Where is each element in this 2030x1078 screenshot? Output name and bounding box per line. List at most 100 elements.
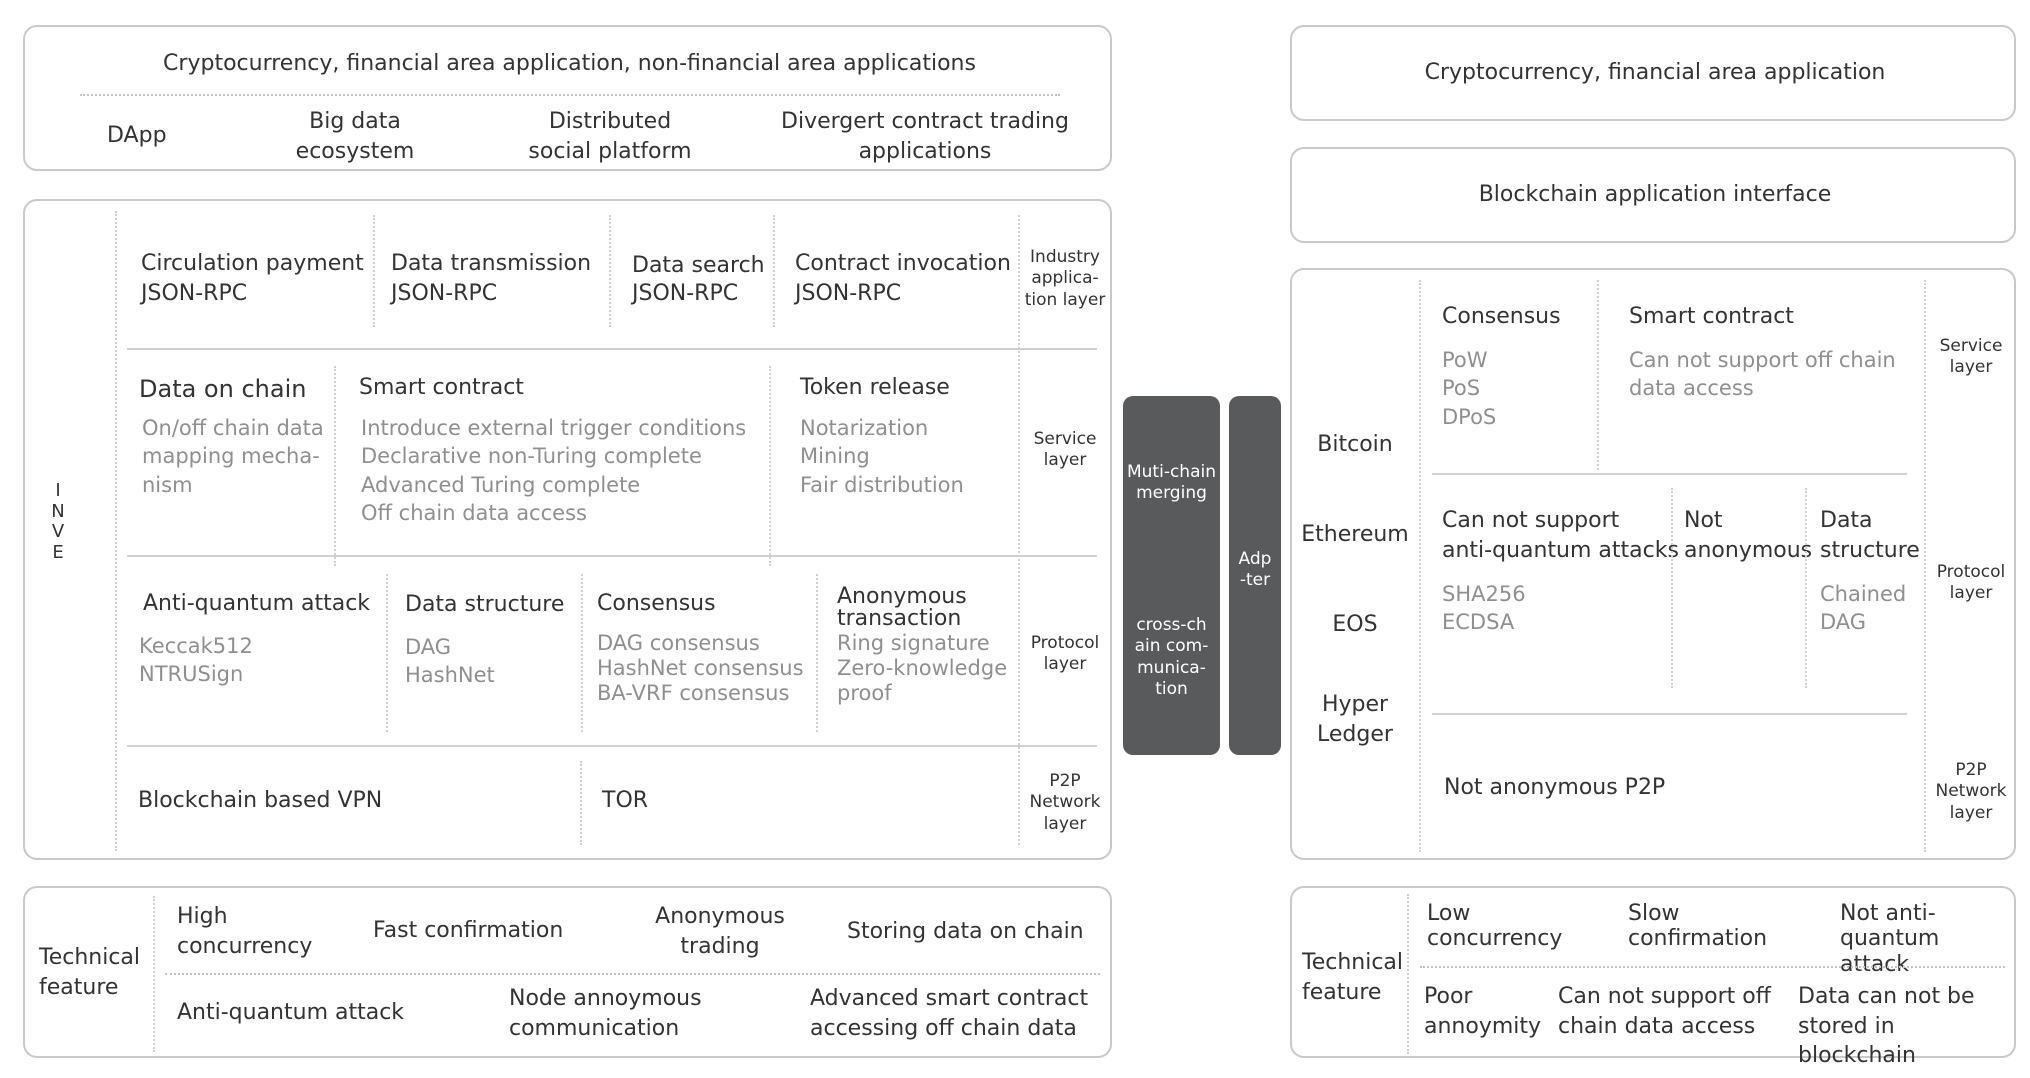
left-technical-feature-box: Technical feature High concurrency Fast …	[23, 886, 1112, 1058]
tech-feature: Low concurrency	[1427, 901, 1563, 952]
left-application-box: Cryptocurrency, financial area applicati…	[23, 25, 1112, 171]
industry-item-title: Data search	[632, 253, 765, 278]
divider	[334, 366, 336, 566]
protocol-item-details: Chained DAG	[1820, 582, 1907, 635]
tech-feature-label: Technical feature	[1302, 950, 1404, 1005]
right-interface-box: Blockchain application interface	[1290, 147, 2016, 243]
industry-layer-label: Industry applica- tion layer	[1024, 247, 1106, 310]
service-layer-label: Service layer	[1033, 429, 1097, 471]
divider	[1805, 488, 1807, 688]
protocol-item-details: DAG consensus HashNet consensus BA-VRF c…	[597, 631, 804, 706]
inve-divider	[115, 211, 117, 851]
tech-feature: Not anti- quantum attack	[1840, 901, 1940, 977]
cross-chain-pill: Muti-chain merging cross-ch ain com- mun…	[1123, 396, 1220, 755]
inve-label: I N V E	[51, 480, 65, 564]
industry-item-title: Circulation payment	[141, 251, 364, 276]
divider	[165, 973, 1100, 975]
layer-separator	[1432, 713, 1907, 715]
service-item-title: Smart contract	[359, 375, 524, 400]
p2p-not-anonymous: Not anonymous P2P	[1444, 775, 1666, 800]
layer-separator	[127, 555, 1097, 557]
left-app-title: Cryptocurrency, financial area applicati…	[163, 51, 976, 76]
chain-eos: EOS	[1332, 612, 1378, 637]
service-contract-title: Smart contract	[1629, 304, 1794, 329]
protocol-item-title: Consensus	[597, 591, 716, 616]
industry-item-sub: JSON-RPC	[632, 281, 739, 306]
service-consensus-details: PoW PoS DPoS	[1442, 348, 1497, 429]
tech-feature: Anti-quantum attack	[177, 1000, 405, 1025]
tech-feature-label: Technical feature	[39, 945, 141, 1000]
industry-item-title: Contract invocation	[795, 251, 1011, 276]
divider	[609, 215, 611, 327]
layer-label-divider	[1018, 215, 1020, 845]
layer-separator	[127, 348, 1097, 350]
chain-divider	[1419, 280, 1421, 852]
industry-item-sub: JSON-RPC	[391, 281, 498, 306]
service-item-details: Introduce external trigger conditions De…	[361, 416, 747, 526]
right-service-layer-label: Service layer	[1939, 336, 2003, 378]
service-consensus-title: Consensus	[1442, 304, 1561, 329]
p2p-layer-label: P2P Network layer	[1029, 771, 1101, 834]
tech-feature: Advanced smart contract accessing off ch…	[810, 986, 1089, 1041]
divider	[1407, 894, 1409, 1054]
multi-chain-merging-label: Muti-chain merging	[1126, 462, 1216, 504]
tech-feature: Fast confirmation	[373, 918, 564, 943]
service-item-details: On/off chain data mapping mecha- nism	[142, 416, 324, 497]
protocol-layer-label: Protocol layer	[1030, 633, 1100, 675]
left-architecture-box: I N V E Circulation payment JSON-RPC Dat…	[23, 199, 1112, 860]
tech-feature: High concurrency	[177, 904, 313, 959]
tech-feature: Poor annoymity	[1424, 984, 1542, 1039]
service-item-details: Notarization Mining Fair distribution	[800, 416, 964, 497]
industry-item-sub: JSON-RPC	[795, 281, 902, 306]
protocol-item-title: Not anonymous	[1684, 508, 1813, 563]
service-contract-details: Can not support off chain data access	[1629, 348, 1896, 401]
divider	[386, 574, 388, 732]
chain-ethereum: Ethereum	[1301, 522, 1409, 547]
divider	[581, 574, 583, 732]
tech-feature: Anonymous trading	[655, 904, 785, 959]
divider	[816, 574, 818, 732]
tech-feature: Slow confirmation	[1628, 901, 1768, 952]
protocol-item-title: Data structure	[405, 592, 565, 617]
divider	[373, 215, 375, 327]
service-item-title: Token release	[800, 375, 950, 400]
adapter-pill: Adp -ter	[1229, 396, 1281, 755]
service-item-title: Data on chain	[139, 375, 307, 403]
tech-feature: Storing data on chain	[847, 919, 1084, 944]
right-protocol-layer-label: Protocol layer	[1936, 562, 2006, 604]
tech-feature: Can not support off chain data access	[1558, 984, 1771, 1039]
right-p2p-layer-label: P2P Network layer	[1935, 760, 2007, 823]
right-technical-feature-box: Technical feature Low concurrency Slow c…	[1290, 886, 2016, 1068]
protocol-item-details: DAG HashNet	[405, 635, 495, 688]
protocol-item-details: Keccak512 NTRUSign	[139, 634, 253, 687]
divider	[769, 366, 771, 566]
app-item-dapp: DApp	[107, 123, 167, 148]
tech-feature: Data can not be stored in blockchain	[1798, 984, 1975, 1069]
divider	[773, 215, 775, 327]
divider	[580, 761, 582, 845]
interface-title: Blockchain application interface	[1478, 182, 1832, 207]
protocol-item-title: Anti-quantum attack	[143, 591, 371, 616]
industry-item-title: Data transmission	[391, 251, 592, 276]
p2p-item-tor: TOR	[602, 788, 649, 813]
right-application-box: Cryptocurrency, financial area applicati…	[1290, 25, 2016, 121]
tech-feature: Node annoymous communication	[509, 986, 702, 1041]
app-item-social: Distributed social platform	[528, 109, 692, 164]
right-app-title: Cryptocurrency, financial area applicati…	[1424, 60, 1886, 85]
right-architecture-box: Bitcoin Ethereum EOS Hyper Ledger Consen…	[1290, 268, 2016, 860]
protocol-item-details: Ring signature Zero-knowledge proof	[837, 631, 1008, 706]
protocol-item-title: Anonymous transaction	[837, 584, 967, 631]
layer-label-divider	[1924, 280, 1926, 852]
p2p-item-vpn: Blockchain based VPN	[138, 788, 383, 813]
adapter-label: Adp -ter	[1238, 549, 1272, 591]
chain-bitcoin: Bitcoin	[1317, 432, 1393, 457]
layer-separator	[127, 745, 1097, 747]
industry-item-sub: JSON-RPC	[141, 281, 248, 306]
app-item-contract-trading: Divergert contract trading applications	[781, 109, 1069, 164]
app-item-big-data: Big data ecosystem	[295, 109, 415, 164]
protocol-item-title: Can not support anti-quantum attacks	[1442, 508, 1679, 563]
divider	[1671, 488, 1673, 688]
divider	[80, 94, 1060, 96]
cross-chain-communication-label: cross-ch ain com- munica- tion	[1134, 615, 1209, 699]
protocol-item-details: SHA256 ECDSA	[1442, 582, 1526, 635]
